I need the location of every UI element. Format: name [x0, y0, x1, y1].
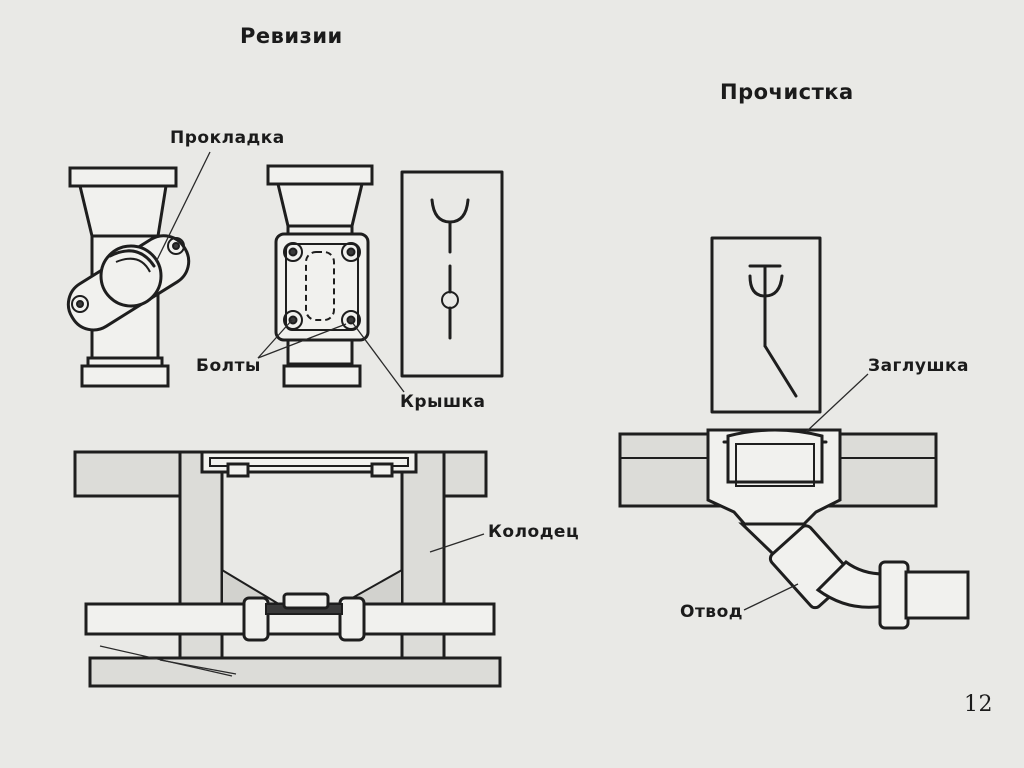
cleanout-symbol-box — [710, 236, 822, 414]
label-bend: Отвод — [680, 602, 743, 622]
label-gasket: Прокладка — [170, 128, 285, 148]
inspection-well-section — [73, 450, 502, 688]
title-revisions: Ревизии — [240, 24, 343, 48]
label-plug: Заглушка — [868, 356, 970, 376]
label-well: Колодец — [488, 522, 580, 542]
revision-fitting-gasket — [66, 166, 191, 388]
cleanout-section — [618, 428, 970, 630]
leader-lines — [155, 151, 869, 611]
page-number: 12 — [964, 692, 993, 717]
label-cover: Крышка — [400, 392, 486, 412]
label-bolts: Болты — [196, 356, 261, 376]
title-cleanout: Прочистка — [720, 80, 854, 104]
revision-fitting-bolts — [266, 164, 374, 388]
revision-symbol-box — [400, 170, 504, 378]
